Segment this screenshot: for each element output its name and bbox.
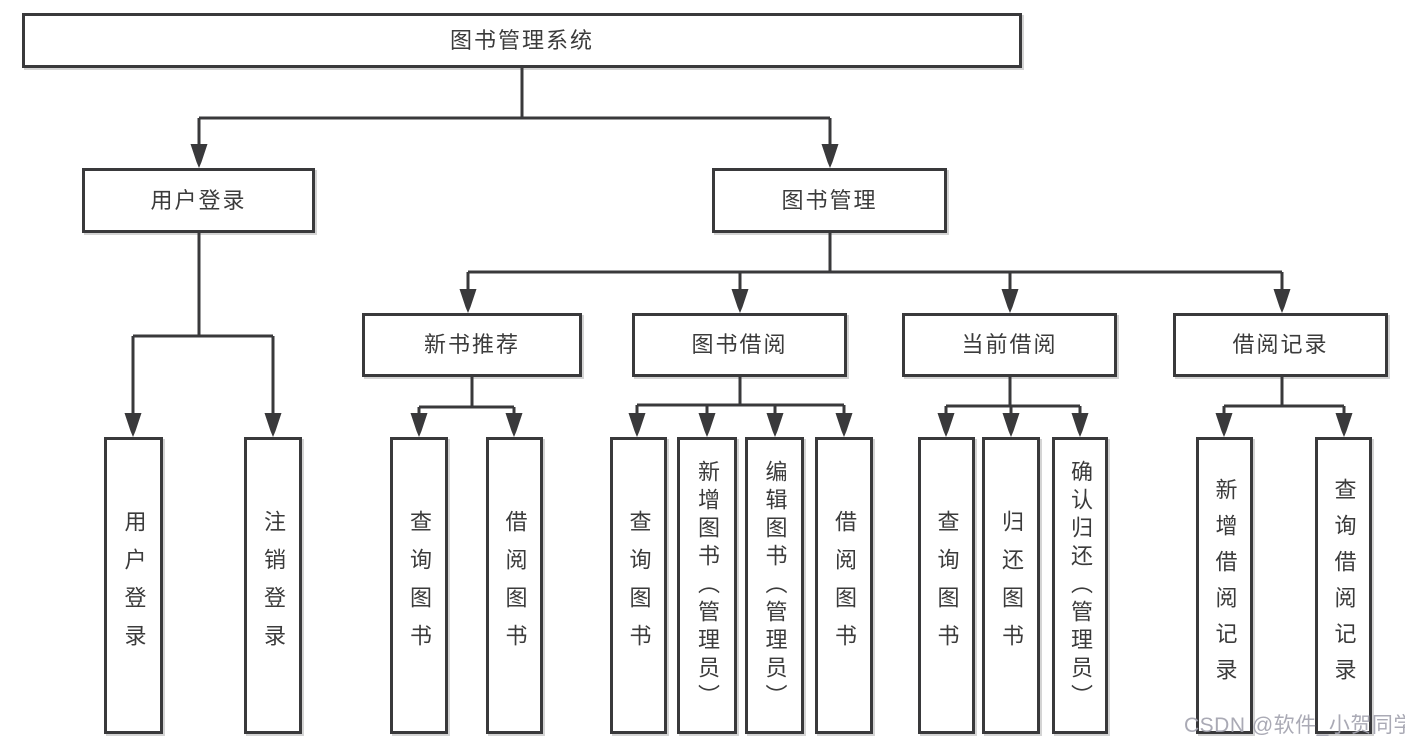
- arrowhead-icon: [1273, 289, 1291, 313]
- node-current-borrow: 当前借阅: [902, 313, 1117, 377]
- arrowhead-icon: [190, 144, 208, 168]
- node-new-book-rec: 新书推荐: [362, 313, 582, 377]
- node-root: 图书管理系统: [22, 13, 1022, 68]
- arrowhead-icon: [1335, 413, 1353, 437]
- node-borrow-records: 借阅记录: [1173, 313, 1388, 377]
- arrowhead-icon: [766, 413, 784, 437]
- arrowhead-icon: [505, 413, 523, 437]
- node-leaf-borrow-book-1: 借阅图书: [486, 437, 543, 734]
- node-leaf-edit-book: 编辑图书（管理员）: [745, 437, 804, 734]
- node-leaf-query-book-3: 查询图书: [918, 437, 975, 734]
- node-leaf-add-book: 新增图书（管理员）: [677, 437, 737, 734]
- arrowhead-icon: [1215, 413, 1233, 437]
- arrowhead-icon: [821, 144, 839, 168]
- arrowhead-icon: [459, 289, 477, 313]
- arrowhead-icon: [264, 413, 282, 437]
- node-leaf-return-book: 归还图书: [982, 437, 1040, 734]
- arrowhead-icon: [410, 413, 428, 437]
- arrowhead-icon: [1071, 413, 1089, 437]
- node-leaf-confirm-return: 确认归还（管理员）: [1052, 437, 1108, 734]
- node-leaf-query-book-2: 查询图书: [610, 437, 667, 734]
- node-leaf-user-login: 用户登录: [104, 437, 163, 734]
- node-leaf-query-book-1: 查询图书: [390, 437, 448, 734]
- arrowhead-icon: [835, 413, 853, 437]
- watermark: CSDN @软件_小贺同学: [1184, 714, 1405, 737]
- node-book-mgmt: 图书管理: [712, 168, 947, 233]
- node-leaf-logout: 注销登录: [244, 437, 302, 734]
- node-book-borrow: 图书借阅: [632, 313, 847, 377]
- arrowhead-icon: [698, 413, 716, 437]
- node-leaf-add-borrow-record: 新增借阅记录: [1196, 437, 1253, 734]
- node-leaf-query-borrow-record: 查询借阅记录: [1315, 437, 1372, 734]
- arrowhead-icon: [937, 413, 955, 437]
- arrowhead-icon: [731, 289, 749, 313]
- arrowhead-icon: [124, 413, 142, 437]
- node-user-login: 用户登录: [82, 168, 315, 233]
- arrowhead-icon: [1001, 289, 1019, 313]
- arrowhead-icon: [1002, 413, 1020, 437]
- node-leaf-borrow-book-2: 借阅图书: [815, 437, 873, 734]
- arrowhead-icon: [628, 413, 646, 437]
